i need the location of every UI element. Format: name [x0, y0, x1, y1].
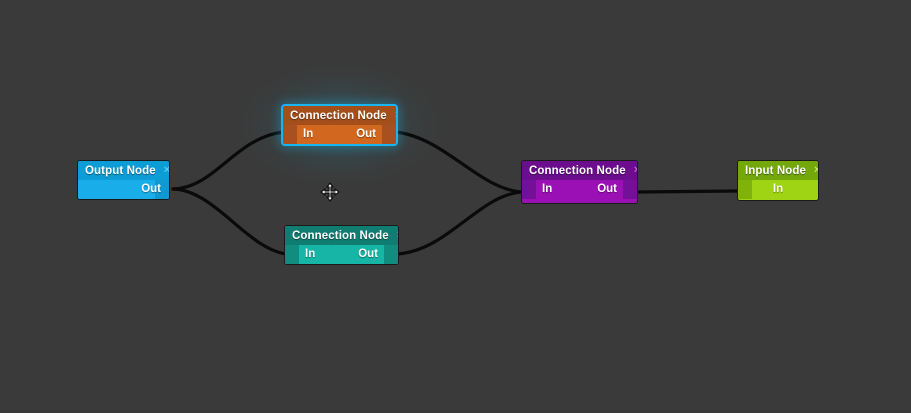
edge-connection-node-top-to-connection-node-right[interactable] [394, 130, 523, 194]
input-port-label: In [305, 248, 316, 260]
node-header[interactable]: Connection Node× [522, 161, 637, 180]
node-title: Connection Node [292, 229, 389, 242]
edge-connection-node-bottom-to-connection-node-right[interactable] [396, 190, 523, 256]
edge-connection-node-right-to-input-node[interactable] [636, 189, 739, 194]
connection-node-top[interactable]: Connection Node× In Out [281, 104, 398, 146]
output-port-label: Out [597, 183, 617, 195]
output-node[interactable]: Output Node ×Out [77, 160, 170, 200]
input-port-label: In [542, 183, 553, 195]
input-port-label: In [303, 128, 314, 140]
output-port-label: Out [141, 183, 161, 195]
node-ports: In Out [283, 125, 396, 144]
node-header[interactable]: Connection Node× [283, 106, 396, 125]
node-header[interactable]: Input Node× [738, 161, 818, 180]
input-port-label: In [772, 183, 784, 195]
node-title: Connection Node [290, 109, 387, 122]
node-header[interactable]: Output Node × [78, 161, 169, 180]
node-header[interactable]: Connection Node× [285, 226, 398, 245]
input-node[interactable]: Input Node× In [737, 160, 819, 201]
node-title: Input Node [745, 164, 807, 177]
node-ports: In Out [522, 180, 637, 199]
connection-node-bottom[interactable]: Connection Node× In Out [284, 225, 399, 265]
output-port-socket[interactable] [623, 180, 637, 199]
close-icon[interactable]: × [163, 164, 170, 176]
output-port-socket[interactable] [384, 245, 398, 264]
close-icon[interactable]: × [626, 165, 637, 176]
output-port-socket[interactable] [382, 125, 396, 144]
input-port-socket[interactable] [738, 180, 752, 199]
input-port-socket[interactable] [285, 245, 299, 264]
close-icon[interactable]: × [387, 110, 396, 121]
output-port-socket[interactable] [155, 180, 169, 199]
node-ports: In Out [285, 245, 398, 264]
input-port-socket[interactable] [283, 125, 297, 144]
node-ports: In [738, 180, 818, 199]
edge-output-node-to-connection-node-bottom[interactable] [171, 187, 289, 256]
close-icon[interactable]: × [806, 165, 818, 176]
input-port-socket[interactable] [522, 180, 536, 199]
edge-output-node-to-connection-node-top[interactable] [171, 130, 285, 191]
output-port-label: Out [358, 248, 378, 260]
node-ports: Out [78, 180, 169, 199]
node-title: Connection Node [529, 164, 626, 177]
connection-node-right[interactable]: Connection Node× In Out [521, 160, 638, 204]
move-cursor-icon [320, 182, 340, 202]
output-port-label: Out [356, 128, 376, 140]
close-icon[interactable]: × [389, 230, 398, 241]
node-title: Output Node [85, 164, 156, 177]
